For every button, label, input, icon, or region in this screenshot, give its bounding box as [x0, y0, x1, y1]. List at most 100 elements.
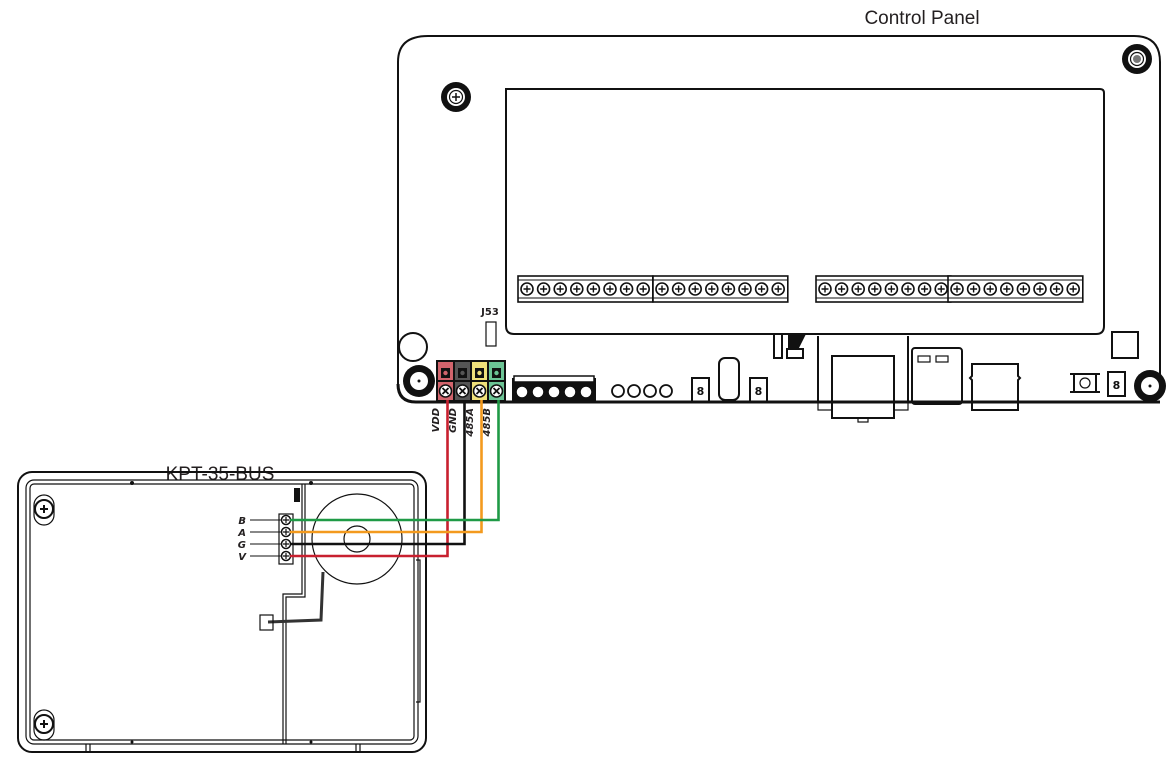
- connector-pin: [563, 385, 577, 399]
- keypad-terminal-g: G: [238, 538, 292, 551]
- mounting-screw-icon: [1134, 370, 1166, 402]
- terminal-screw-icon: [619, 282, 634, 296]
- terminal-screw-icon: [569, 282, 584, 296]
- keypad-internal-divider: [282, 484, 306, 744]
- ribbon-cable: [267, 571, 325, 624]
- svg-text:8: 8: [1113, 379, 1121, 392]
- terminal-screw-icon: [520, 282, 534, 296]
- switch-component: [773, 333, 806, 359]
- mounting-screw-icon: [403, 365, 435, 397]
- keypad-terminal-block: [278, 513, 294, 565]
- mounting-hole-icon: [398, 332, 428, 362]
- keypad-terminal-v: V: [238, 550, 292, 563]
- keypad-jumper: [294, 488, 300, 502]
- terminal-screw-icon: [721, 282, 736, 296]
- terminal-screw-icon: [704, 282, 719, 296]
- keypad-housing-outer: [17, 471, 427, 753]
- terminal-screw-icon: [771, 282, 786, 296]
- terminal-screw-icon: [999, 282, 1014, 296]
- pin-label: GND: [448, 408, 459, 433]
- pad-circle: [643, 384, 657, 398]
- connector-pin: [531, 385, 545, 399]
- connector-pin: [547, 385, 561, 399]
- wire-vdd-to-v: [290, 400, 449, 558]
- terminal-block: [652, 275, 789, 303]
- keypad-terminal-label: B: [238, 516, 246, 527]
- terminal-screw-icon: [1066, 282, 1080, 296]
- button-pad: [1111, 331, 1139, 359]
- keypad-title: KPT-35-BUS: [166, 464, 275, 485]
- pad-circle: [627, 384, 641, 398]
- bus-terminal-header: [436, 360, 506, 402]
- terminal-screw-icon: [934, 282, 949, 296]
- terminal-screw-icon: [738, 282, 752, 296]
- keypad-screw-icon: [33, 709, 55, 741]
- buzzer-outer: [311, 493, 403, 585]
- led-component: 8: [691, 377, 710, 403]
- keypad-terminal-label: V: [238, 552, 247, 563]
- terminal-screw-icon: [901, 282, 915, 296]
- pin-label: VDD: [431, 408, 442, 432]
- terminal-screw-icon: [966, 282, 981, 296]
- terminal-block: [815, 275, 952, 303]
- terminal-screw-icon: [884, 282, 899, 296]
- tactile-switch: [1070, 373, 1100, 393]
- terminal-screw-icon: [950, 282, 964, 296]
- terminal-block: [517, 275, 654, 303]
- terminal-screw-icon: [603, 282, 617, 296]
- terminal-screw-icon: [655, 282, 669, 296]
- keypad-terminal-b: B: [238, 514, 292, 527]
- crystal-component: [718, 357, 740, 401]
- terminal-screw-icon: [536, 282, 551, 296]
- keypad-screw-icon: [33, 494, 55, 526]
- j53-label: J53: [480, 307, 499, 318]
- terminal-screw-icon: [851, 282, 866, 296]
- led-component: 8: [749, 377, 768, 403]
- pin-label: 485A: [465, 408, 476, 438]
- terminal-screw-icon: [754, 282, 769, 296]
- bus-terminal-pin-485a: [472, 362, 487, 400]
- terminal-screw-icon: [1049, 282, 1064, 296]
- terminal-screw-icon: [688, 282, 703, 296]
- pad-circle: [659, 384, 673, 398]
- control-panel-board-outline: [397, 35, 1161, 392]
- terminal-screw-icon: [553, 282, 568, 296]
- four-pad-row: [611, 384, 673, 398]
- connector-pin: [579, 385, 593, 399]
- svg-text:8: 8: [697, 385, 705, 398]
- wires: [290, 400, 500, 558]
- terminal-screw-icon: [917, 282, 932, 296]
- terminal-screw-icon: [867, 282, 882, 296]
- wire-485b-to-b: [290, 400, 500, 522]
- bus-terminal-pin-gnd: [455, 362, 470, 400]
- bus-terminal-pin-485b: [489, 362, 504, 400]
- keypad-terminal-label: G: [238, 540, 246, 551]
- terminal-screw-icon: [983, 282, 998, 296]
- control-panel: Control Panel J53: [396, 8, 1166, 438]
- control-panel-title: Control Panel: [864, 8, 979, 29]
- bus-terminal-pin-vdd: [438, 362, 453, 400]
- sd-card-slot: [911, 347, 963, 405]
- keypad-terminal-label: A: [237, 528, 246, 539]
- wire-gnd-to-g: [290, 400, 466, 546]
- terminal-screw-icon: [1016, 282, 1031, 296]
- pad-circle: [611, 384, 625, 398]
- ribbon-connector: [259, 614, 274, 631]
- ethernet-port: [817, 336, 909, 423]
- control-panel-module-cover: [505, 88, 1105, 335]
- control-panel-bottom-edge: [396, 383, 1160, 404]
- wire-485a-to-a: [290, 400, 483, 534]
- terminal-screw-icon: [818, 282, 832, 296]
- terminal-screw-icon: [586, 282, 601, 296]
- connector-pin: [515, 385, 529, 399]
- mounting-screw-icon: [441, 82, 471, 112]
- mounting-screw-icon: [1122, 44, 1152, 74]
- keypad-terminal-a: A: [237, 526, 292, 539]
- terminal-block: [947, 275, 1084, 303]
- buzzer-inner: [343, 525, 371, 553]
- terminal-screw-icon: [1033, 282, 1047, 296]
- svg-text:8: 8: [755, 385, 763, 398]
- usb-port: [968, 363, 1022, 411]
